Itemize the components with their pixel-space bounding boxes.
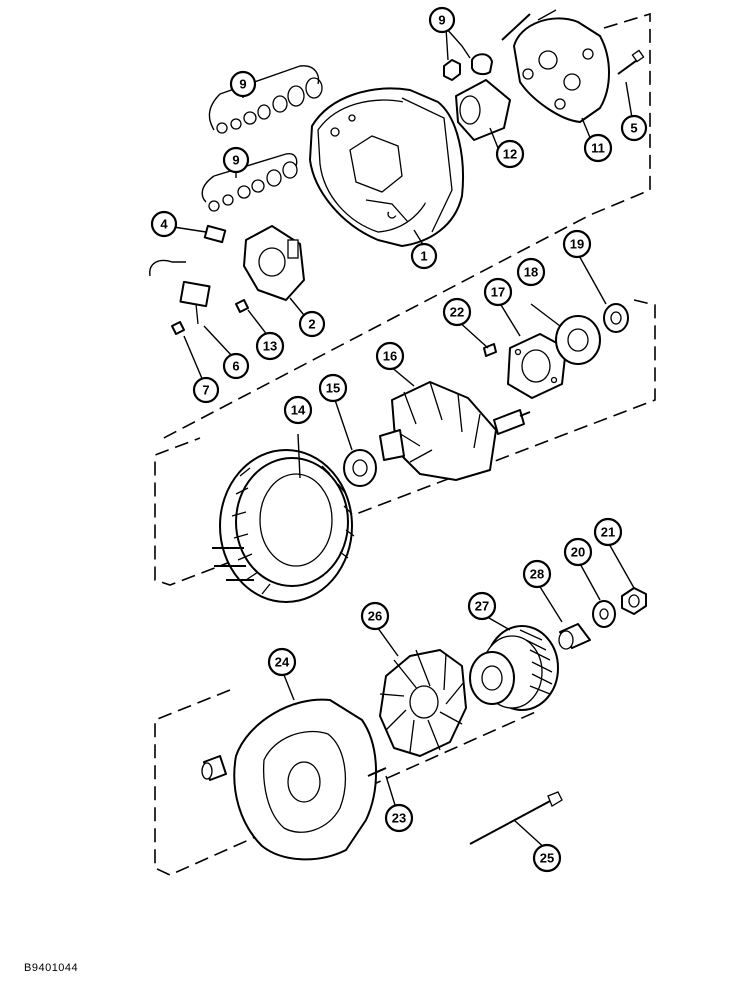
front-housing <box>233 698 378 861</box>
screw-7 <box>171 321 185 335</box>
washer-row-upper <box>216 77 323 134</box>
brush-holder-regulator <box>243 225 305 301</box>
bearing-18 <box>555 315 601 365</box>
callout-5-label: 5 <box>630 121 637 136</box>
callout-1: 1 <box>410 242 438 270</box>
through-bolt-25 <box>469 791 563 845</box>
callout-1-label: 1 <box>420 249 427 264</box>
rotor <box>379 381 531 481</box>
callout-7-label: 7 <box>202 383 209 398</box>
callout-5: 5 <box>620 114 648 142</box>
connector-4 <box>203 224 227 244</box>
callout-11-label: 11 <box>591 141 605 156</box>
callout-17: 17 <box>483 277 513 307</box>
callout-9b-label: 9 <box>239 77 246 92</box>
spacer-28 <box>558 623 591 650</box>
callout-14: 14 <box>283 395 313 425</box>
callout-17-label: 17 <box>491 285 505 300</box>
callout-9a-label: 9 <box>438 13 445 28</box>
callout-14-label: 14 <box>291 403 306 418</box>
stud-23 <box>367 767 387 777</box>
callout-12: 12 <box>495 139 525 169</box>
callout-22-label: 22 <box>450 305 464 320</box>
callout-9-upper-row: 9 <box>229 70 257 98</box>
washer-row-lower <box>208 161 298 212</box>
callout-16: 16 <box>375 341 405 371</box>
callout-7: 7 <box>192 376 220 404</box>
screw-5 <box>617 49 645 75</box>
callout-25: 25 <box>532 843 562 873</box>
callout-15-label: 15 <box>326 381 340 396</box>
callout-20-label: 20 <box>571 545 585 560</box>
callout-19-label: 19 <box>570 237 584 252</box>
assembly-guide-middle <box>154 299 656 586</box>
spacer-plate-17 <box>507 333 567 399</box>
front-spacer-sleeve <box>201 755 227 781</box>
bushing-sleeve <box>455 79 511 141</box>
callout-28: 28 <box>522 559 552 589</box>
document-code: B9401044 <box>24 962 79 974</box>
rectifier-plate <box>501 9 610 123</box>
callout-23: 23 <box>384 803 414 833</box>
callout-21: 21 <box>593 517 623 547</box>
callout-2-label: 2 <box>308 317 315 332</box>
pulley <box>469 625 559 711</box>
capacitor-6 <box>149 259 211 325</box>
rear-housing <box>309 87 464 247</box>
stator <box>212 449 355 603</box>
callout-24: 24 <box>267 647 297 677</box>
callout-9-top-right: 9 <box>428 6 456 34</box>
callout-9-lower-row: 9 <box>222 146 250 174</box>
callout-23-label: 23 <box>392 811 406 826</box>
callout-6-label: 6 <box>232 359 239 374</box>
callout-16-label: 16 <box>383 349 397 364</box>
screw-13 <box>235 299 249 313</box>
callout-28-label: 28 <box>530 567 544 582</box>
callout-25-label: 25 <box>540 851 554 866</box>
callout-13: 13 <box>255 331 285 361</box>
callout-26: 26 <box>360 601 390 631</box>
callout-26-label: 26 <box>368 609 382 624</box>
callout-21-label: 21 <box>601 525 615 540</box>
callout-24-label: 24 <box>275 655 290 670</box>
callout-11: 11 <box>583 133 613 163</box>
callout-18-label: 18 <box>524 265 538 280</box>
callout-20: 20 <box>563 537 593 567</box>
bearing-15 <box>343 449 377 487</box>
washer-20 <box>592 600 616 628</box>
callout-19: 19 <box>562 229 592 259</box>
callout-13-label: 13 <box>263 339 277 354</box>
callout-4-label: 4 <box>160 217 168 232</box>
nut-21 <box>621 587 647 615</box>
callout-4: 4 <box>150 210 178 238</box>
callout-27: 27 <box>467 591 497 621</box>
callout-18: 18 <box>516 257 546 287</box>
nut-and-cap-9 <box>443 53 493 81</box>
callout-15: 15 <box>318 373 348 403</box>
seal-19 <box>603 303 629 333</box>
fan <box>379 649 467 757</box>
callout-12-label: 12 <box>503 147 517 162</box>
callout-9c-label: 9 <box>232 153 239 168</box>
callout-27-label: 27 <box>475 599 489 614</box>
callout-2: 2 <box>298 310 326 338</box>
assembly-guide-upper <box>159 12 651 441</box>
callout-22: 22 <box>442 297 472 327</box>
callout-6: 6 <box>222 352 250 380</box>
